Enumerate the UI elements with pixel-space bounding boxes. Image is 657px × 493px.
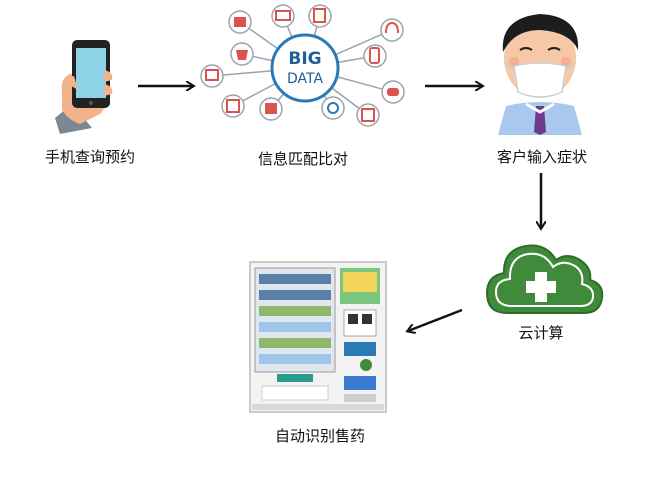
vending-machine-icon <box>249 261 387 413</box>
arrow-cloud-to-machine <box>408 308 463 331</box>
label-info-matching: 信息匹配比对 <box>257 150 348 168</box>
big-data-logo-line2: DATA <box>287 71 323 87</box>
masked-man-icon <box>498 14 582 135</box>
label-phone-query: 手机查询预约 <box>44 148 135 166</box>
cloud-plus-icon <box>485 244 604 314</box>
label-symptom-input: 客户输入症状 <box>496 148 587 166</box>
label-auto-dispense: 自动识别售药 <box>274 427 365 445</box>
big-data-network-icon: BIG DATA <box>200 4 405 127</box>
label-cloud-computing: 云计算 <box>518 324 564 342</box>
big-data-logo-line1: BIG <box>288 49 321 69</box>
smartphone-in-hand-icon <box>55 40 113 134</box>
